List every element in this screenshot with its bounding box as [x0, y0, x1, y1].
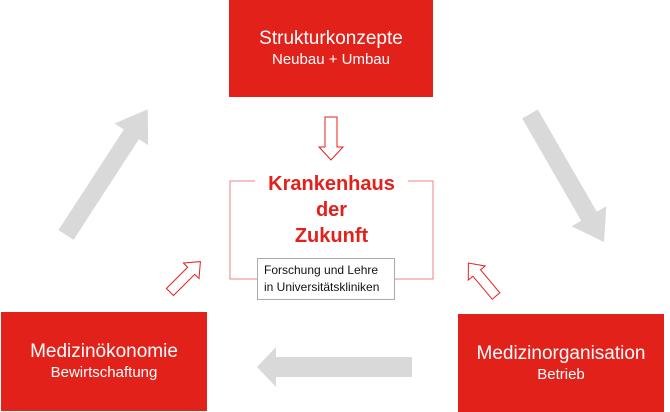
center-title-line2: der [311, 197, 352, 223]
gray-arrow-down-right [522, 109, 607, 243]
gray-arrow-left [257, 347, 412, 387]
node-subtitle: Neubau + Umbau [272, 51, 390, 68]
center-title-line3: Zukunft [290, 223, 373, 249]
sub-line1: Forschung und Lehre [264, 263, 379, 277]
node-subtitle: Betrieb [537, 365, 585, 383]
center-title: Krankenhaus der Zukunft [230, 171, 433, 249]
outline-arrow-up-right [165, 261, 201, 297]
node-strukturkonzepte: Strukturkonzepte Neubau + Umbau [229, 0, 433, 97]
node-title: Medizinökonomie [30, 341, 178, 362]
sub-line2: in Universitätskliniken [264, 280, 380, 294]
center-bracket-left [229, 180, 257, 280]
node-medizinorganisation: Medizinorganisation Betrieb [458, 314, 664, 412]
outline-arrow-up-left [467, 262, 501, 300]
center-bracket-right [395, 180, 434, 280]
research-teaching-box: Forschung und Lehre in Universitätsklini… [257, 258, 395, 300]
outline-arrow-down [317, 116, 345, 161]
node-title: Strukturkonzepte [259, 28, 403, 49]
center-title-line1: Krankenhaus [264, 171, 399, 197]
gray-arrow-up-right [58, 109, 149, 240]
node-subtitle: Bewirtschaftung [50, 364, 158, 381]
node-title: Medizinorganisation [476, 342, 646, 364]
node-medizinoekonomie: Medizinökonomie Bewirtschaftung [1, 312, 207, 411]
